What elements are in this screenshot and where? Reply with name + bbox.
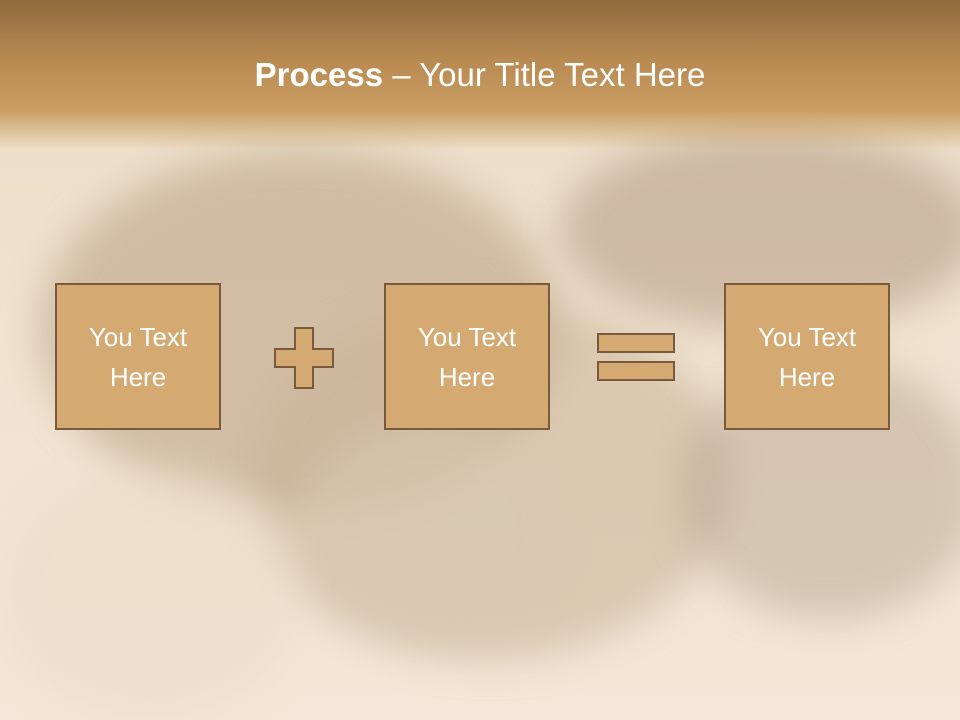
process-box-2-text: You Text Here <box>417 321 517 392</box>
title-banner <box>0 0 960 150</box>
bread-slice-front <box>300 420 560 640</box>
process-box-3[interactable]: You Text Here <box>724 283 890 430</box>
equals-bottom-bar <box>597 361 675 381</box>
process-box-3-text: You Text Here <box>757 321 857 392</box>
title-rest-part: – Your Title Text Here <box>383 56 706 93</box>
flour-surface <box>0 470 300 720</box>
process-box-1-text: You Text Here <box>88 321 188 392</box>
plus-icon <box>274 327 334 389</box>
slide-title: Process – Your Title Text Here <box>0 52 960 98</box>
equals-top-bar <box>597 333 675 353</box>
process-box-2[interactable]: You Text Here <box>384 283 550 430</box>
process-box-1[interactable]: You Text Here <box>55 283 221 430</box>
title-bold-part: Process <box>254 56 384 93</box>
